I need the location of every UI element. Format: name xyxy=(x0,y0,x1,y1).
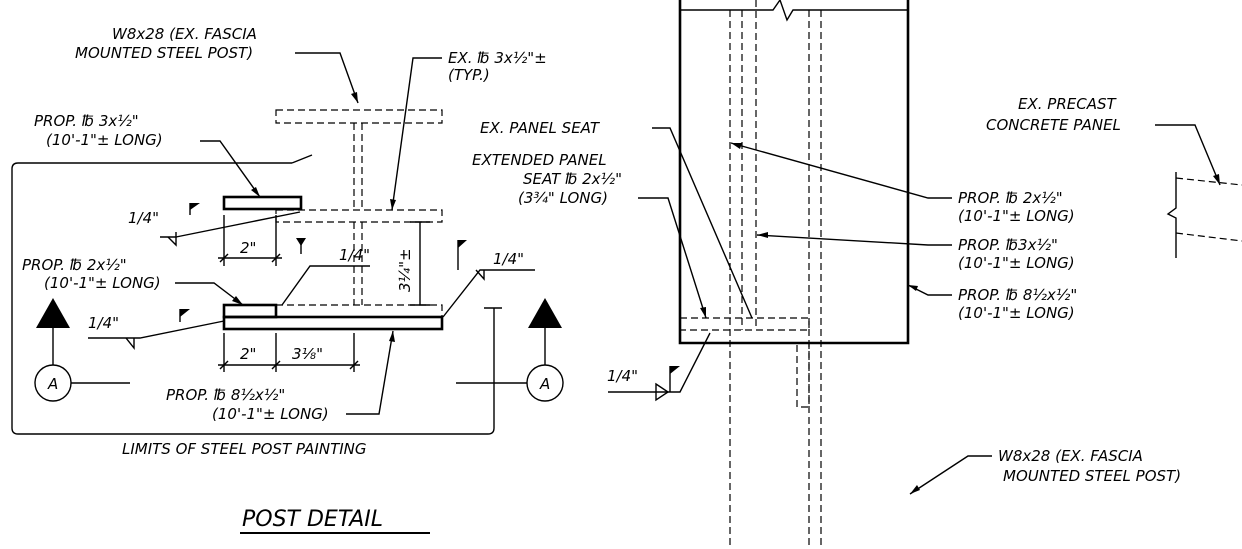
leader-ext-seat xyxy=(638,197,707,319)
w8-label-line1: W8x28 (EX. FASCIA xyxy=(112,25,257,43)
leader-ex-plate xyxy=(391,57,442,211)
dim-2-bottom: 2" xyxy=(240,345,256,363)
top-break-line xyxy=(680,0,908,22)
elevation-outline xyxy=(678,0,910,345)
ex-plate-label-line1: EX. ℔ 3x½"± xyxy=(448,49,547,67)
panel-seat-label: EX. PANEL SEAT xyxy=(480,119,601,137)
weld-a-flag xyxy=(190,203,200,210)
dim-tick xyxy=(219,253,229,263)
leader-r-w8 xyxy=(909,455,992,495)
dim-tick xyxy=(271,253,281,263)
prop2-label-line2: (10'-1"± LONG) xyxy=(44,274,161,292)
panel-seat xyxy=(679,317,810,331)
weld-e: 1/4" xyxy=(607,367,638,385)
weld-c-flag xyxy=(458,240,467,248)
arrowhead xyxy=(351,92,358,103)
leader-prop85 xyxy=(346,330,394,415)
weld-b-leader xyxy=(281,265,370,306)
weld-e-flag xyxy=(670,366,680,374)
dim-2-top: 2" xyxy=(240,239,256,257)
precast-edge xyxy=(1175,177,1242,186)
weld-c-leader xyxy=(442,269,535,318)
arrowhead xyxy=(757,232,768,238)
arrowhead xyxy=(731,143,742,149)
r-prop2-line2: (10'-1"± LONG) xyxy=(958,207,1075,225)
section-label-right: A xyxy=(539,375,550,393)
precast-line1: EX. PRECAST xyxy=(1018,95,1117,113)
weld-d-fillet xyxy=(125,337,135,350)
arrowhead xyxy=(390,199,396,210)
dim-3-1-4: 3¼"± xyxy=(396,248,414,292)
arrowhead xyxy=(389,331,395,342)
prop85-label-line2: (10'-1"± LONG) xyxy=(212,405,329,423)
weld-a-fillet xyxy=(167,236,177,247)
r-prop85-line1: PROP. ℔ 8½x½" xyxy=(958,286,1077,304)
dim-tick xyxy=(349,360,359,370)
arrowhead xyxy=(1213,174,1220,185)
weld-c-fillet xyxy=(475,269,485,281)
dim-3-1-8: 3⅛" xyxy=(292,345,323,363)
weld-e-all-around xyxy=(655,382,670,402)
precast-edge xyxy=(1175,232,1242,242)
ext-seat-line2: SEAT ℔ 2x½" xyxy=(523,170,622,188)
arrowhead xyxy=(251,187,260,197)
ext-seat-line3: (3¾" LONG) xyxy=(518,189,608,207)
section-label-left: A xyxy=(47,375,58,393)
section-marker-right: A xyxy=(456,298,564,402)
w8-label-line2: MOUNTED STEEL POST) xyxy=(75,44,253,62)
r-prop3-line1: PROP. ℔3x½" xyxy=(958,236,1058,254)
weld-b-flag xyxy=(296,238,306,246)
r-prop2-line1: PROP. ℔ 2x½" xyxy=(958,189,1063,207)
panel-seat-leg xyxy=(796,342,810,408)
leader-prop3 xyxy=(200,140,261,198)
arrowhead xyxy=(908,285,918,291)
r-prop85-line2: (10'-1"± LONG) xyxy=(958,304,1075,322)
painting-limits-label: LIMITS OF STEEL POST PAINTING xyxy=(122,440,367,458)
r-w8-line1: W8x28 (EX. FASCIA xyxy=(998,447,1143,465)
dim-tick xyxy=(219,360,229,370)
r-prop3-line2: (10'-1"± LONG) xyxy=(958,254,1075,272)
section-marker-left: A xyxy=(34,298,130,402)
boundary-break xyxy=(291,154,313,164)
ex-plate-label-line2: (TYP.) xyxy=(448,66,490,84)
weld-a-leader xyxy=(175,211,301,238)
leader-prop2 xyxy=(175,282,244,306)
weld-b: 1/4" xyxy=(339,246,370,264)
weld-e-leader xyxy=(608,332,711,393)
dim-tick xyxy=(271,360,281,370)
existing-w8-post xyxy=(275,109,443,318)
arrowhead xyxy=(232,296,243,305)
weld-a: 1/4" xyxy=(128,209,159,227)
prop3-label-line1: PROP. ℔ 3x½" xyxy=(34,112,139,130)
precast-line2: CONCRETE PANEL xyxy=(986,116,1121,134)
weld-c: 1/4" xyxy=(493,250,524,268)
weld-a-ref xyxy=(160,232,177,238)
weld-d-leader xyxy=(88,320,225,339)
prop85-label-line1: PROP. ℔ 8½x½" xyxy=(166,386,285,404)
prop3-label-line2: (10'-1"± LONG) xyxy=(46,131,163,149)
prop2-label-line1: PROP. ℔ 2x½" xyxy=(22,256,127,274)
leader-precast xyxy=(1155,124,1221,186)
precast-break xyxy=(1166,172,1177,258)
prop-plate-8-1-2x1-2 xyxy=(222,315,444,331)
weld-d: 1/4" xyxy=(88,314,119,332)
prop-plate-2x1-2 xyxy=(222,303,278,319)
detail-title: POST DETAIL xyxy=(242,507,383,532)
weld-d-flag xyxy=(180,309,190,317)
leader-panel-seat xyxy=(652,127,753,319)
leader-r-prop2 xyxy=(730,142,952,199)
arrowhead xyxy=(700,307,706,318)
leader-w8-left xyxy=(295,52,359,104)
leader-r-prop3 xyxy=(756,234,952,246)
arrowhead xyxy=(910,485,920,494)
r-w8-line2: MOUNTED STEEL POST) xyxy=(1003,467,1181,485)
prop-plate-3x1-2 xyxy=(222,195,303,211)
painting-limits-boundary xyxy=(11,162,495,435)
ext-seat-line1: EXTENDED PANEL xyxy=(472,151,607,169)
